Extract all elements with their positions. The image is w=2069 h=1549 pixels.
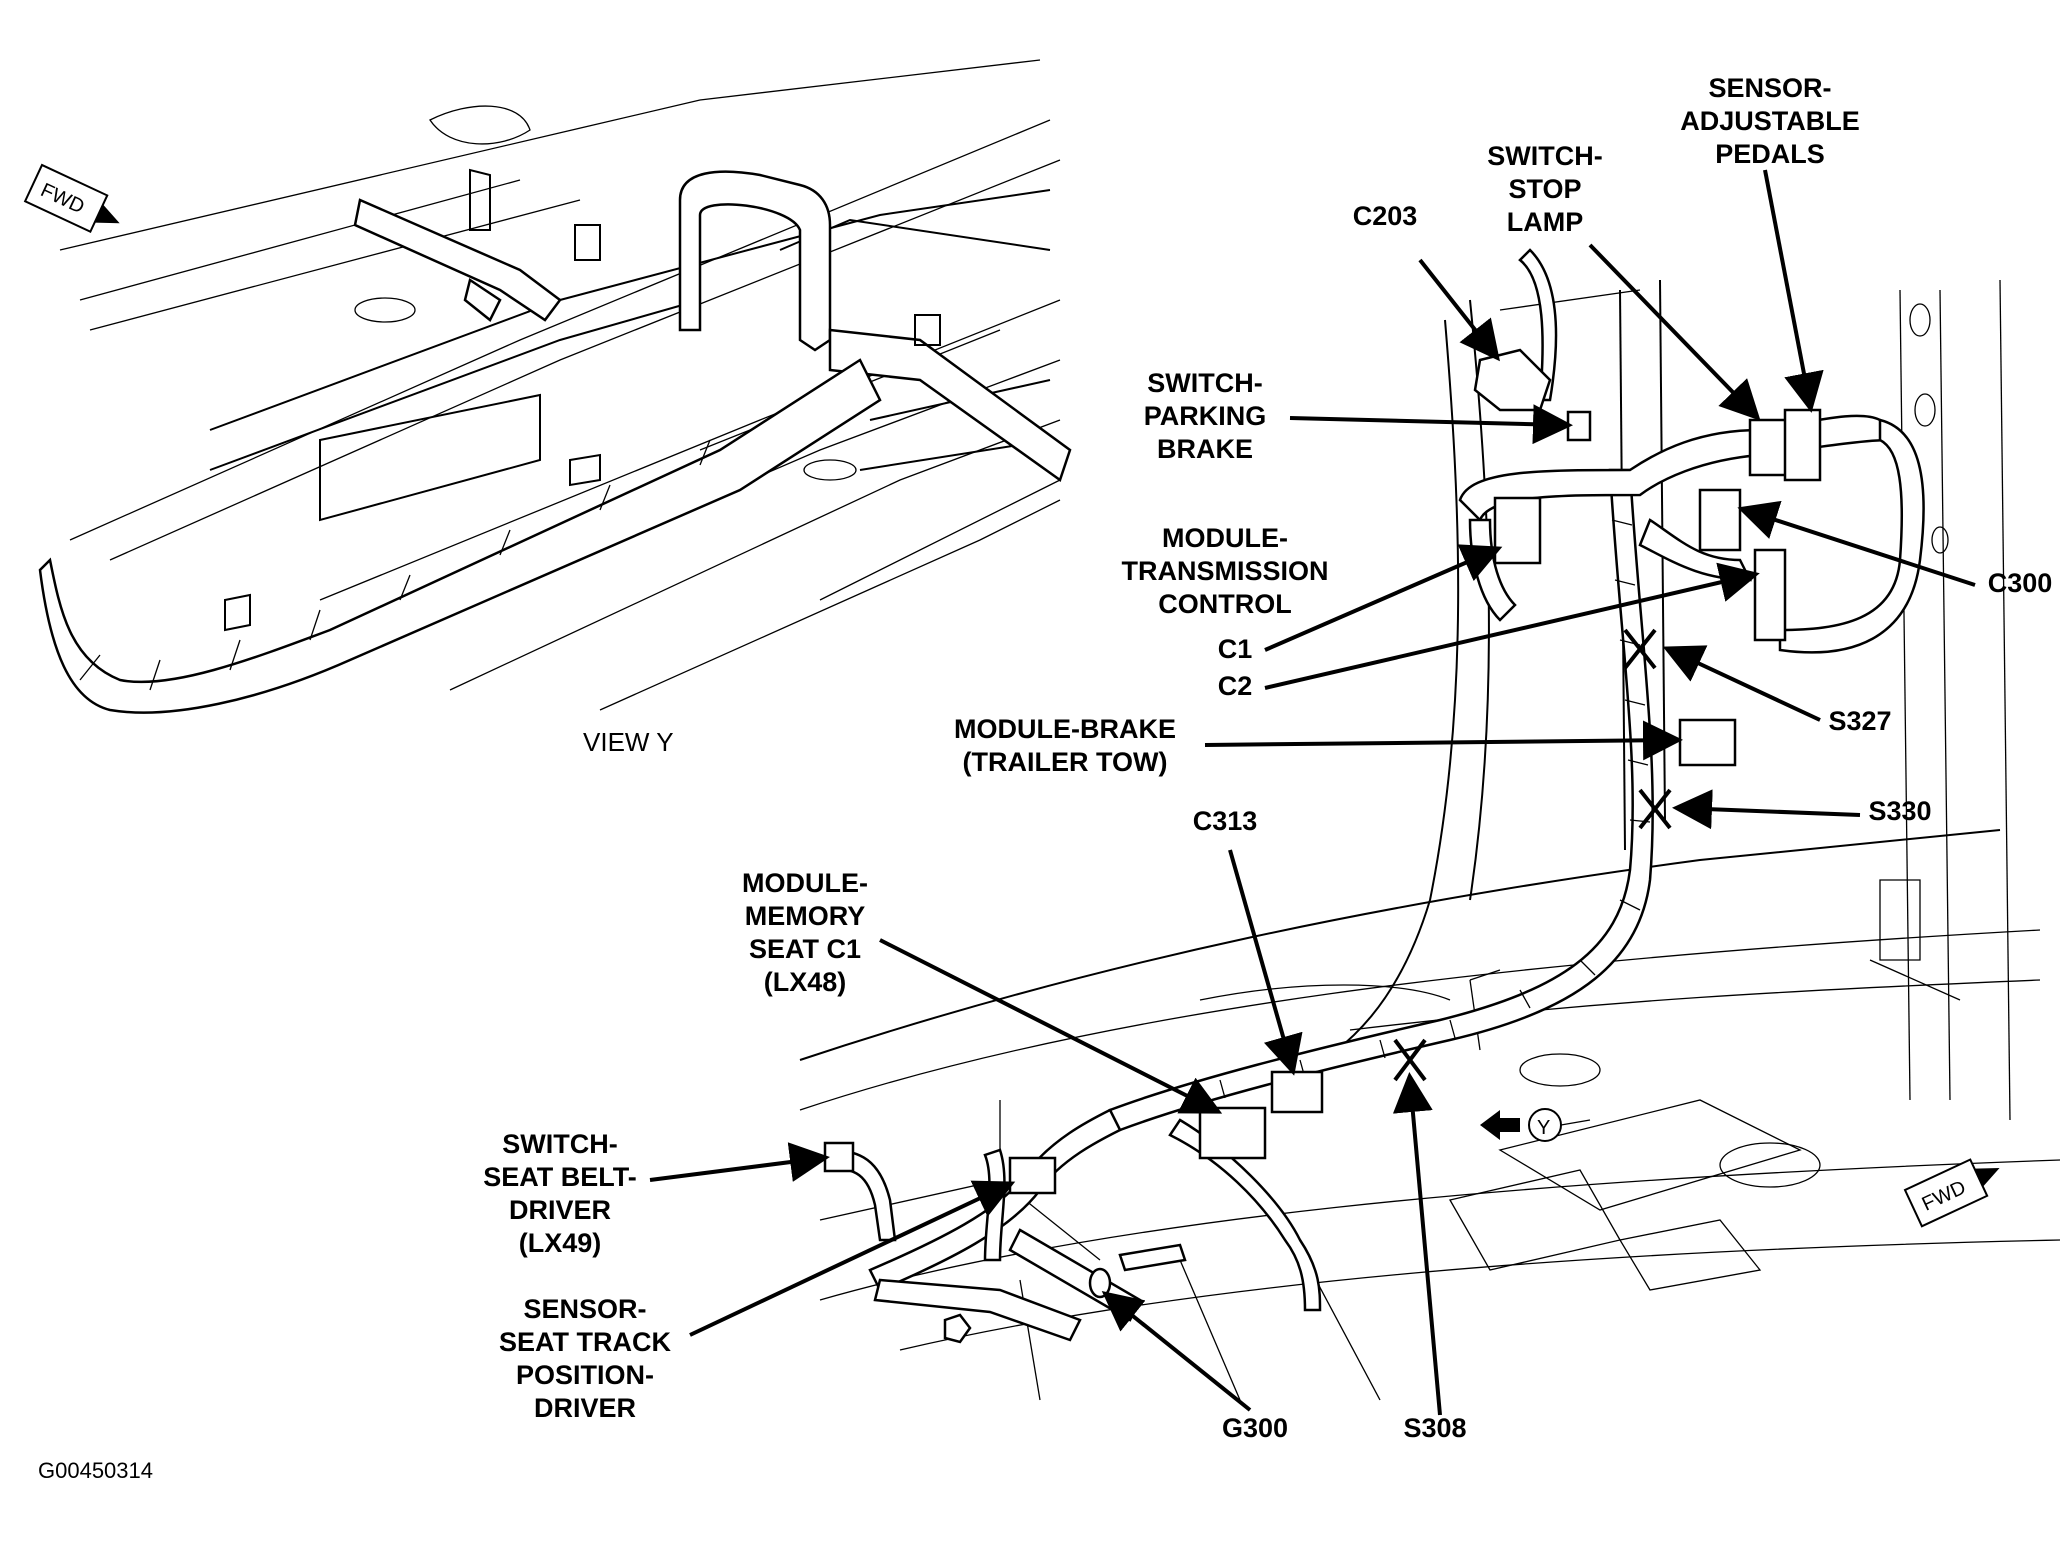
stop-lamp-connector: [1748, 418, 1792, 477]
c203-label: C203: [1352, 201, 1418, 231]
view-y-marker-icon: Y: [1480, 1108, 1591, 1142]
fwd-arrow-icon: FWD: [1903, 1158, 2000, 1228]
c1-label: C1: [1217, 634, 1253, 664]
switch-parking-brake-label: SWITCH- PARKING BRAKE: [1143, 368, 1267, 464]
leader-lines: [649, 169, 1976, 1416]
s330-label: S330: [1868, 796, 1932, 826]
svg-text:Y: Y: [1537, 1117, 1550, 1139]
s327-label: S327: [1828, 706, 1892, 736]
module-transmission-control-label: MODULE- TRANSMISSION CONTROL: [1121, 523, 1329, 619]
c313-label: C313: [1192, 806, 1258, 836]
c313-connector: [1270, 1070, 1324, 1114]
c300-connector: [1698, 488, 1742, 552]
seat-track-connector: [1008, 1156, 1057, 1195]
s327-splice: [1623, 628, 1657, 670]
switch-seat-belt-driver-label: SWITCH- SEAT BELT- DRIVER (LX49): [483, 1129, 637, 1258]
c203-connector: [1473, 348, 1552, 412]
module-memory-seat-label: MODULE- MEMORY SEAT C1 (LX48): [742, 868, 868, 997]
figure-id: G00450314: [38, 1458, 153, 1483]
seat-belt-switch-connector: [823, 1141, 855, 1173]
pedal-sensor-connector: [1783, 408, 1822, 482]
ground-nut: [943, 1313, 972, 1344]
fwd-arrow-icon: FWD: [23, 163, 120, 234]
switch-stop-lamp-label: SWITCH- STOP LAMP: [1487, 141, 1603, 237]
memory-seat-connector: [1198, 1106, 1267, 1160]
c2-connector: [1753, 548, 1787, 642]
parking-brake-switch-connector: [1566, 410, 1592, 442]
view-y-caption: VIEW Y: [583, 727, 674, 757]
g300-label: G300: [1221, 1413, 1289, 1443]
view-y-inset: FWD: [23, 59, 1072, 714]
c300-label: C300: [1987, 568, 2053, 598]
s308-label: S308: [1403, 1413, 1467, 1443]
module-brake-trailer-tow-label: MODULE-BRAKE (TRAILER TOW): [954, 714, 1176, 777]
g300-ground: [1088, 1267, 1112, 1299]
ground-stud: [1118, 1243, 1187, 1272]
trailer-tow-module-connector: [1678, 718, 1737, 767]
s330-splice: [1638, 788, 1672, 830]
sensor-seat-track-position-driver-label: SENSOR- SEAT TRACK POSITION- DRIVER: [499, 1294, 671, 1423]
c2-label: C2: [1217, 671, 1253, 701]
sensor-adjustable-pedals-label: SENSOR- ADJUSTABLE PEDALS: [1680, 73, 1860, 169]
components: Y FWD: [823, 348, 2000, 1344]
tcm-connector: [1493, 496, 1542, 565]
